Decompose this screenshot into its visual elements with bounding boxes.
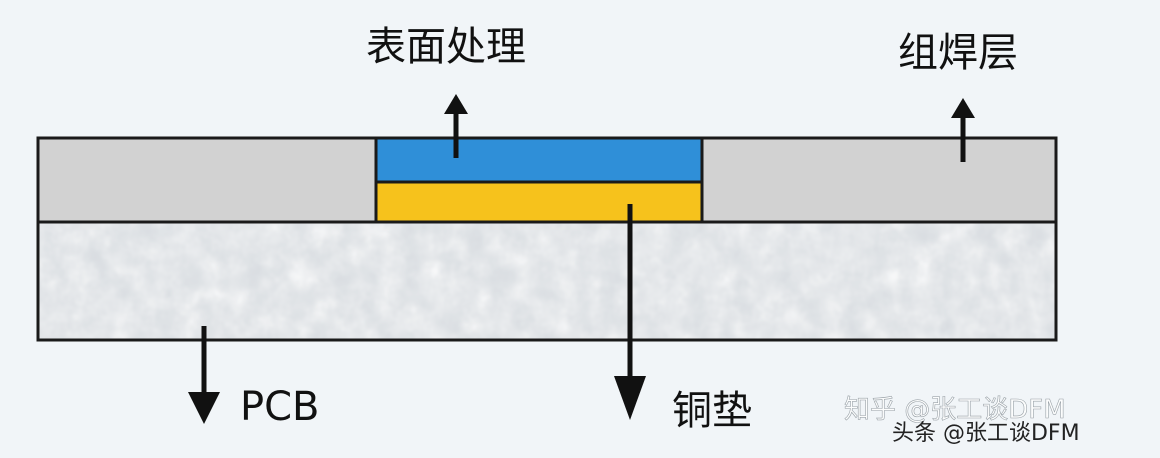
watermark-zhihu: 知乎 @张工谈DFM — [844, 395, 1066, 425]
arrow-surface-finish — [444, 94, 468, 158]
label-pcb: PCB — [240, 384, 320, 430]
copper-pad-layer — [374, 180, 704, 224]
surface-finish-layer — [374, 136, 704, 184]
pcb-substrate — [38, 222, 1056, 340]
label-copper-pad: 铜垫 — [672, 388, 752, 434]
watermark-toutiao: 头条 @张工谈DFM — [892, 421, 1080, 446]
arrow-copper-pad — [614, 204, 646, 420]
solder-mask-left — [36, 136, 378, 224]
arrow-solder-mask — [951, 98, 975, 162]
label-solder-mask: 组焊层 — [898, 30, 1018, 76]
solder-mask-right — [700, 136, 1058, 224]
label-surface-finish: 表面处理 — [366, 24, 526, 70]
arrow-pcb — [188, 326, 220, 424]
